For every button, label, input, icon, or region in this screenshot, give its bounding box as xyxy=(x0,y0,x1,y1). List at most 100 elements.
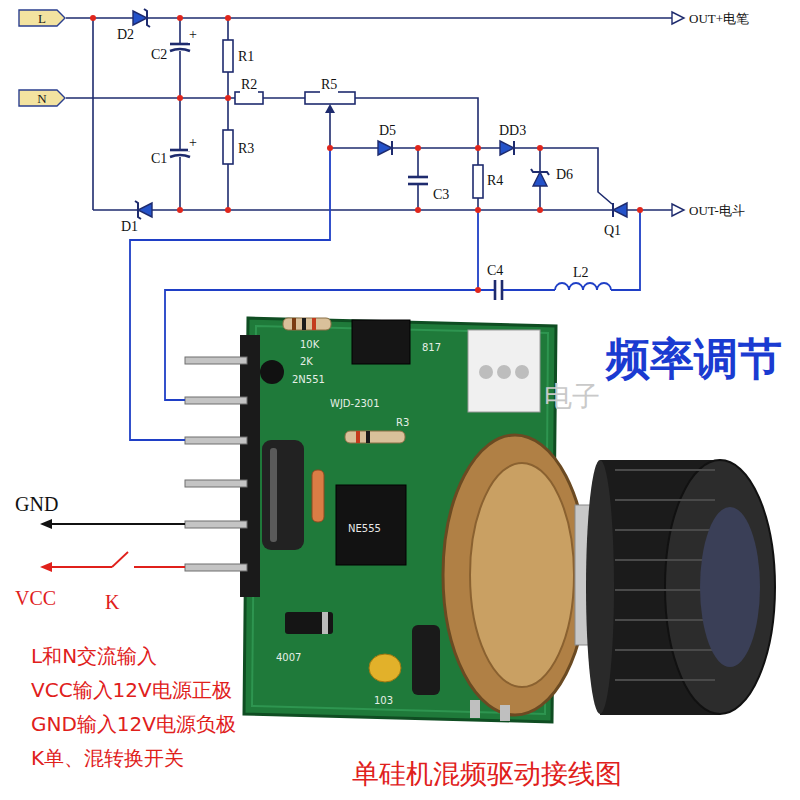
header-pins xyxy=(185,397,247,404)
label-anchor: D5 xyxy=(378,122,397,139)
junction-dot xyxy=(90,15,643,293)
label-anchor: 10K xyxy=(300,335,319,351)
label-anchor: DD3 xyxy=(498,122,527,139)
vcc-switch xyxy=(134,566,185,568)
label-anchor: C2 xyxy=(150,46,168,63)
label-anchor: NE555 xyxy=(348,519,381,535)
diode-symbol xyxy=(613,203,627,217)
gnd-arrow xyxy=(40,519,52,529)
resistor-symbol xyxy=(223,40,483,198)
schematic-wire xyxy=(93,209,138,211)
label-anchor: + xyxy=(188,134,198,151)
knob xyxy=(615,499,715,501)
schematic-wire xyxy=(227,18,229,40)
schematic-wire xyxy=(539,148,541,172)
label-anchor: 2N551 xyxy=(292,370,325,386)
junction-dot xyxy=(225,15,231,21)
resistor-symbol xyxy=(235,92,263,104)
knob xyxy=(586,460,614,714)
label-anchor: C3 xyxy=(432,186,450,203)
watermark: 电子 xyxy=(544,382,600,411)
link-wire xyxy=(130,148,640,440)
electrolytic-capacitor xyxy=(262,440,304,550)
potentiometer-body xyxy=(500,705,510,721)
label-anchor: 频率调节 xyxy=(606,336,782,382)
note: K单、混转换开关 xyxy=(30,748,185,769)
terminal-label: N xyxy=(37,92,46,105)
wiper-arrow xyxy=(325,104,335,113)
note: VCC输入12V电源正极 xyxy=(30,680,233,701)
label-anchor: 103 xyxy=(374,691,393,707)
header-pins xyxy=(185,357,247,571)
output-arrow xyxy=(672,12,684,216)
optocoupler xyxy=(352,320,410,364)
part-name: C4 xyxy=(486,264,504,279)
capacitor-symbol xyxy=(170,149,190,152)
diode-symbol xyxy=(500,141,514,155)
label-anchor: VCC输入12V电源正极 xyxy=(30,680,233,701)
label-anchor: D1 xyxy=(120,218,139,235)
schematic-wire xyxy=(329,112,331,148)
schematic-wire xyxy=(330,147,378,149)
label-anchor: 4007 xyxy=(276,648,301,664)
junction-dot xyxy=(177,207,183,213)
diode-symbol xyxy=(138,203,152,217)
junction-dot xyxy=(537,207,543,213)
label-anchor: D6 xyxy=(555,166,574,183)
silkscreen-text: WJD-2301 xyxy=(330,399,380,410)
knob xyxy=(615,619,715,621)
potentiometer-body xyxy=(470,700,480,718)
potentiometer-body xyxy=(443,435,587,715)
schematic-wire xyxy=(417,184,419,210)
silkscreen-text: R3 xyxy=(396,418,409,429)
schematic-wire xyxy=(417,148,419,177)
terminal-tag: L xyxy=(18,9,66,27)
ic-chip xyxy=(336,485,406,565)
schematic-wire xyxy=(392,147,500,149)
link-wire xyxy=(502,289,555,291)
diode-bar xyxy=(391,141,393,155)
schematic-wire xyxy=(179,98,181,150)
silkscreen-text: 2K xyxy=(300,357,313,368)
terminal-label: L xyxy=(38,12,46,25)
trimmer-part xyxy=(497,365,511,379)
resistor-symbol xyxy=(473,165,483,198)
capacitor-symbol xyxy=(170,49,190,51)
header-housing xyxy=(240,335,260,597)
schematic-wire xyxy=(66,97,235,99)
output-name: OUT+电笔 xyxy=(688,12,750,26)
link-wire xyxy=(611,210,640,290)
silkscreen-text: 817 xyxy=(422,343,441,354)
junction-dot xyxy=(415,145,421,151)
capacitor-symbol xyxy=(408,183,428,186)
link-wire xyxy=(165,290,478,400)
note: L和N交流输入 xyxy=(30,646,158,667)
knob xyxy=(615,469,715,471)
label-anchor: D2 xyxy=(116,26,135,43)
label-anchor: 817 xyxy=(422,338,441,354)
caption-anchor: 单硅机混频驱动接线图 xyxy=(352,760,622,788)
resistor-part xyxy=(292,318,296,330)
part-name: D1 xyxy=(120,220,139,235)
label-anchor: R4 xyxy=(486,172,504,189)
output-name: OUT-电斗 xyxy=(688,204,746,218)
resistor-part xyxy=(345,431,405,443)
diode-bar xyxy=(144,9,150,27)
feature-title: 频率调节 xyxy=(606,336,782,382)
electrolytic-capacitor xyxy=(262,440,304,550)
trimmer-part xyxy=(515,365,529,379)
knob xyxy=(615,529,715,531)
knob xyxy=(615,679,715,681)
link-wire xyxy=(130,148,330,440)
header-pins xyxy=(185,357,247,364)
junction-dot xyxy=(475,207,481,213)
schematic-wire xyxy=(627,209,672,211)
junction-dot xyxy=(177,95,183,101)
capacitor-symbol xyxy=(170,44,428,184)
electrolytic-capacitor xyxy=(270,448,277,542)
diode-bar xyxy=(135,201,141,219)
label-anchor: C4 xyxy=(486,262,504,279)
diode-symbol xyxy=(133,11,147,25)
junction-dot xyxy=(637,207,643,213)
knob xyxy=(615,470,715,680)
